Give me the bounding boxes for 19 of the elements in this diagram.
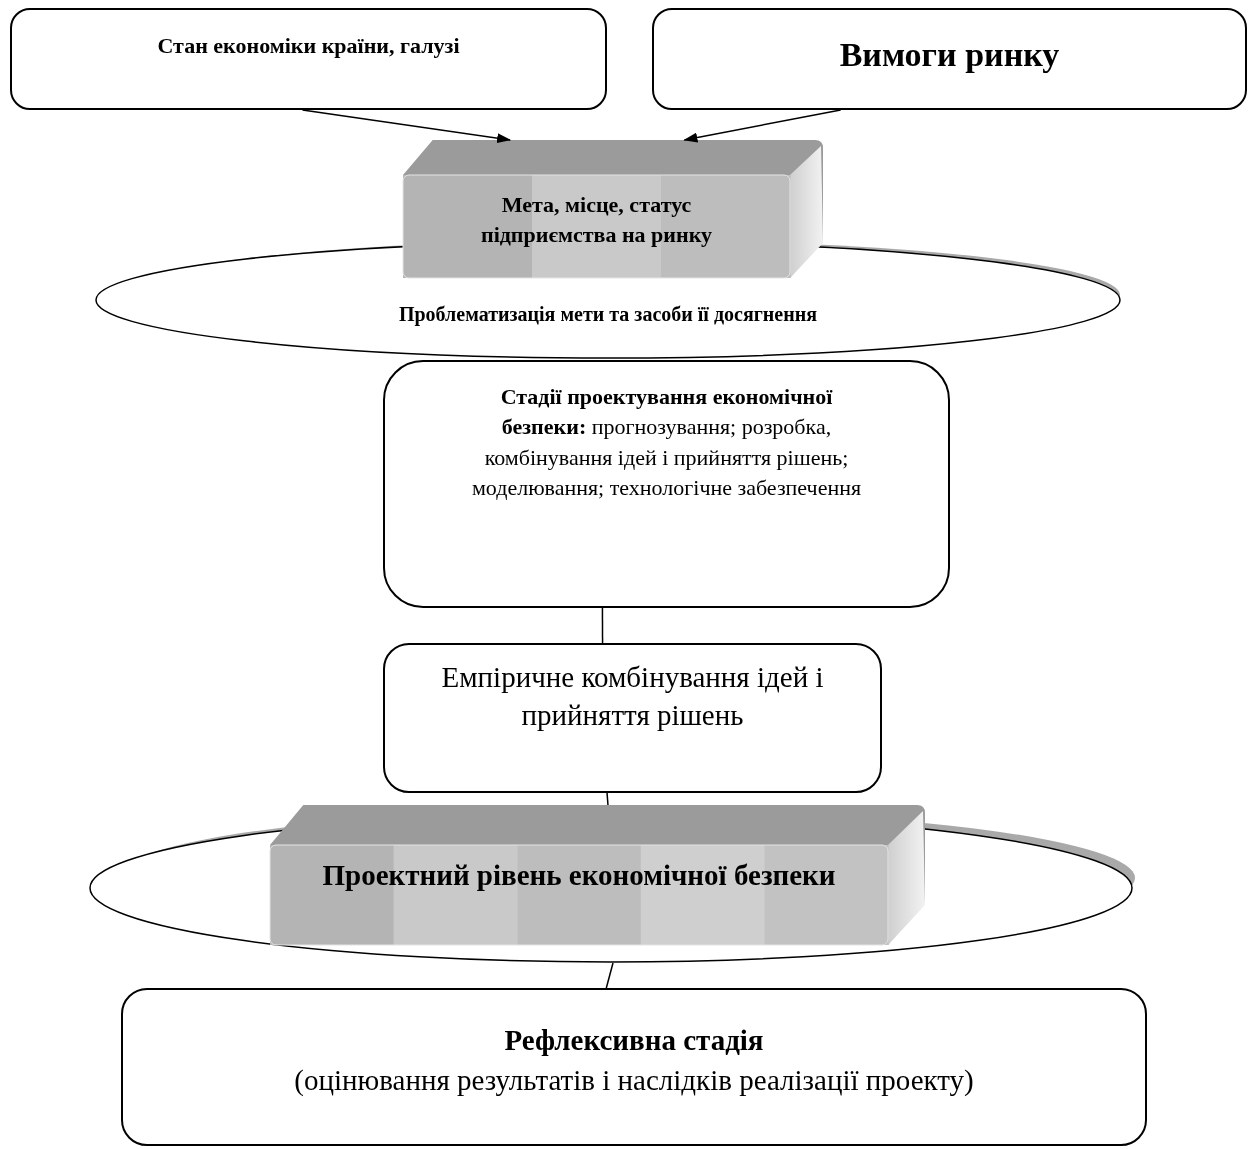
box-heading: Рефлексивна стадія: [503, 1023, 765, 1058]
box-text: Мета, місце, статус підприємства на ринку: [479, 191, 714, 249]
box-text: Проектний рівень економічної безпеки: [321, 858, 837, 893]
connector-line: [606, 792, 609, 806]
connector-line: [605, 962, 614, 989]
box-text: Проблематизація мети та засоби її досягнення: [397, 302, 819, 327]
process-box: [121, 988, 1147, 1146]
arrow: [683, 109, 842, 143]
box-text: Стадії проектування економічної безпеки: прогнозування; розробка, комбінування ідей і прийняття рішень; моделювання; технологічне забезпечення: [470, 383, 863, 503]
box-text: Стан економіки країни, галузі: [156, 32, 461, 60]
connector-line: [601, 607, 604, 644]
box-text: (оцінювання результатів і наслідків реалізації проекту): [293, 1063, 975, 1098]
process-box: [383, 360, 950, 608]
arrow: [301, 109, 512, 144]
box-text: Емпіричне комбінування ідей і прийняття рішень: [440, 660, 825, 733]
process-box: [383, 643, 882, 793]
box-text: Вимоги ринку: [838, 35, 1061, 75]
process-box: [652, 8, 1247, 110]
process-box: [10, 8, 607, 110]
